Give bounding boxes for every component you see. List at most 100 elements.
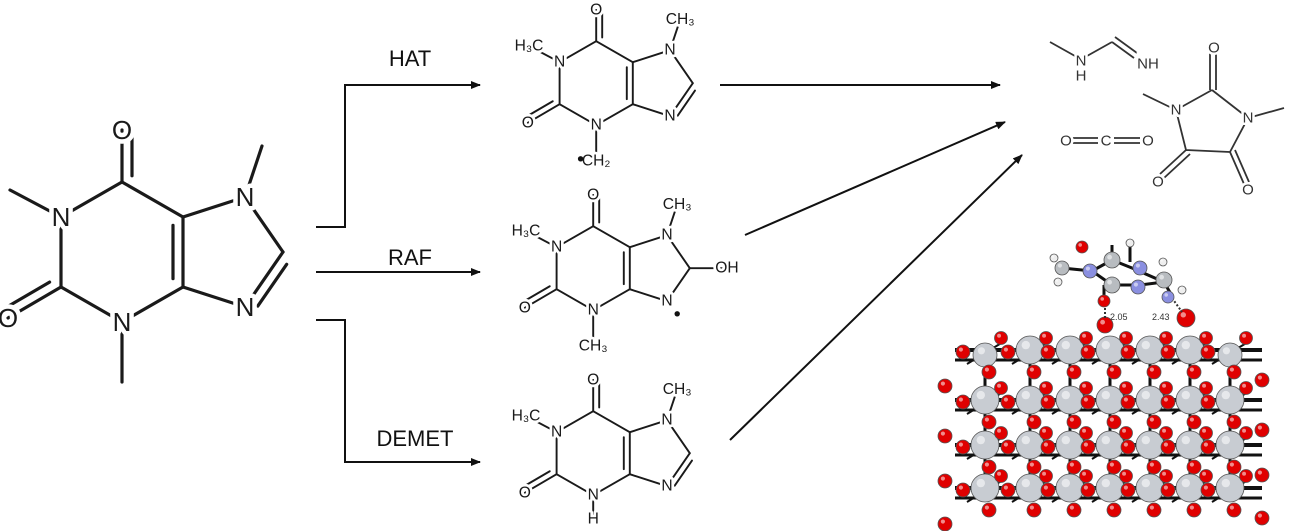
bond: [673, 459, 693, 487]
atom-label-n1: N: [551, 239, 562, 256]
oxygen-atom-highlight: [958, 397, 964, 402]
hydrogen-atom: [1125, 238, 1135, 248]
oxygen-atom: [1199, 426, 1213, 440]
hydrogen-atom: [1177, 285, 1187, 295]
oxygen-atom: [1200, 394, 1216, 410]
oxygen-atom-highlight: [1003, 397, 1009, 402]
oxygen-atom: [1176, 308, 1196, 328]
oxygen-atom-highlight: [1123, 442, 1128, 447]
bond: [120, 285, 185, 324]
bond: [592, 410, 631, 434]
atom-label-m7: CH₃: [666, 11, 695, 28]
oxygen-atom-highlight: [1162, 333, 1167, 338]
atom-label-m1: H₃C: [512, 223, 541, 240]
bond: [628, 419, 668, 434]
oxygen-atom-highlight: [1189, 367, 1194, 372]
oxygen-atom-highlight: [984, 462, 990, 467]
oxygen-atom: [1040, 439, 1056, 455]
oxygen-atom: [1254, 372, 1270, 388]
hydrogen-bond: [1171, 297, 1183, 313]
oxygen-atom: [1119, 469, 1133, 483]
oxygen-atom: [1186, 502, 1202, 518]
metal-atom-highlight: [1181, 340, 1191, 350]
oxygen-atom: [1254, 467, 1270, 483]
oxygen-atom: [1079, 469, 1093, 483]
atom-label-n9: N: [661, 478, 672, 495]
oxygen-atom: [1000, 344, 1016, 360]
metal-atom: [1217, 342, 1243, 368]
oxygen-atom-highlight: [1163, 442, 1168, 447]
oxygen-atom: [1066, 414, 1082, 430]
oxygen-atom: [1200, 482, 1216, 498]
oxygen-atom: [937, 473, 953, 489]
atom-label-o2: O: [0, 303, 18, 333]
atom-label: N: [1076, 53, 1087, 70]
hydrogen-atom-highlight: [1055, 279, 1059, 282]
atom-label-o2: O: [522, 114, 534, 131]
atom-label: O: [1242, 182, 1254, 199]
oxygen-atom: [1106, 414, 1122, 430]
oxygen-atom-highlight: [1109, 417, 1114, 422]
oxygen-atom: [1120, 344, 1136, 360]
hydrogen-atom: [1158, 257, 1168, 267]
oxygen-atom-highlight: [1109, 505, 1114, 510]
oxygen-atom-highlight: [1149, 505, 1154, 510]
oxygen-atom: [981, 364, 997, 380]
oxygen-atom-highlight: [1162, 383, 1167, 388]
oxygen-atom: [981, 459, 997, 475]
carbon-atom: [1054, 260, 1070, 276]
oxygen-atom-highlight: [1042, 428, 1047, 433]
hydrogen-atom: [1053, 277, 1063, 287]
atom-label: H: [1076, 68, 1087, 85]
oxygen-atom-highlight: [1242, 383, 1247, 388]
oxygen-atom: [1066, 459, 1082, 475]
oxygen-atom: [1080, 394, 1096, 410]
atom-label-m3: CH₃: [579, 338, 608, 355]
metal-atom-highlight: [1221, 435, 1231, 445]
bond: [592, 288, 631, 312]
atom-label: O: [1208, 40, 1220, 57]
oxygen-atom: [981, 502, 997, 518]
oxygen-atom: [1120, 394, 1136, 410]
oxygen-atom: [1226, 459, 1242, 475]
metal-atom-highlight: [1101, 478, 1111, 488]
radical-dot: [577, 156, 584, 162]
oxygen-atom-highlight: [1202, 333, 1207, 338]
oxygen-atom: [1199, 381, 1213, 395]
metal-atom-highlight: [1181, 390, 1191, 400]
oxygen-atom-highlight: [1083, 442, 1088, 447]
oxygen-atom-highlight: [958, 442, 964, 447]
atom-label-m7: CH₃: [663, 381, 692, 398]
oxygen-atom: [981, 414, 997, 430]
oxygen-atom: [937, 378, 953, 394]
oxygen-atom-highlight: [1003, 442, 1009, 447]
atom-label: N: [1243, 110, 1254, 127]
oxygen-atom: [1226, 364, 1242, 380]
atom-label-o2: O: [519, 299, 531, 316]
oxygen-atom-highlight: [940, 431, 946, 436]
oxygen-atom-highlight: [1123, 347, 1128, 352]
oxygen-atom: [1200, 344, 1216, 360]
atom-label-n7: N: [661, 412, 672, 429]
nitrogen-atom-highlight: [1085, 266, 1090, 271]
oxygen-atom: [1146, 414, 1162, 430]
metal-atom-highlight: [1061, 478, 1071, 488]
bond: [595, 40, 634, 64]
oxygen-atom-highlight: [1163, 347, 1168, 352]
bond: [243, 250, 285, 309]
oxygen-atom-highlight: [1043, 485, 1048, 490]
bond: [676, 89, 696, 117]
oxygen-atom-highlight: [1242, 333, 1247, 338]
oxygen-atom-highlight: [1149, 367, 1154, 372]
oxygen-atom: [1239, 426, 1253, 440]
oxygen-atom-highlight: [1202, 383, 1207, 388]
metal-atom-highlight: [1141, 390, 1151, 400]
oxygen-atom: [1039, 469, 1053, 483]
nitrogen-atom-highlight: [1164, 293, 1168, 297]
oxygen-atom: [1254, 510, 1270, 526]
oxygen-atom: [1199, 331, 1213, 345]
bond: [256, 262, 289, 308]
bond: [524, 470, 551, 487]
distance-label: 2.43: [1152, 312, 1170, 322]
